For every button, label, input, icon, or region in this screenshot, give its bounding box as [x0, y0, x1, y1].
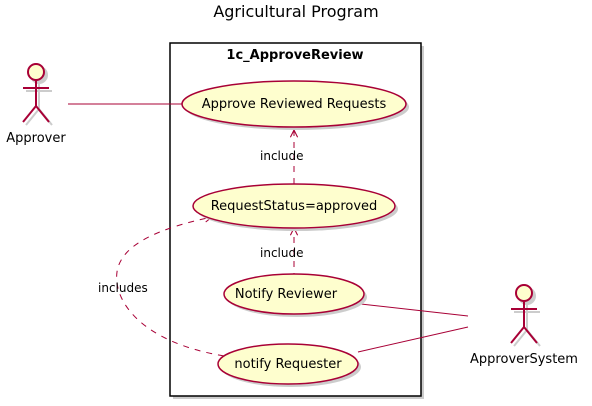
includes-edge-requester-status [116, 217, 225, 357]
diagram-title: Agricultural Program [213, 2, 378, 21]
association-requester-system [357, 326, 469, 353]
approver-actor-label: Approver [6, 131, 66, 146]
use-case-notify-requester [217, 343, 361, 387]
approver-actor-icon [22, 63, 53, 126]
use-case-notify-reviewer [223, 273, 367, 317]
use-case-label: notify Requester [234, 357, 342, 372]
use-case-label: Approve Reviewed Requests [202, 97, 387, 112]
approver-system-actor-label: ApproverSystem [470, 352, 578, 367]
edge-label-includes: includes [98, 281, 148, 295]
use-case-label: Notify Reviewer [235, 287, 338, 302]
edge-label-include: include [260, 246, 303, 260]
package-title: 1c_ApproveReview [226, 48, 363, 63]
use-case-label: RequestStatus=approved [211, 199, 378, 214]
association-reviewer-system [342, 301, 469, 317]
edge-label-include: include [260, 149, 303, 163]
use-case-approve-reviewed-requests [181, 80, 409, 130]
use-case-request-status-approved [192, 183, 398, 231]
approver-system-actor-icon [510, 284, 541, 347]
